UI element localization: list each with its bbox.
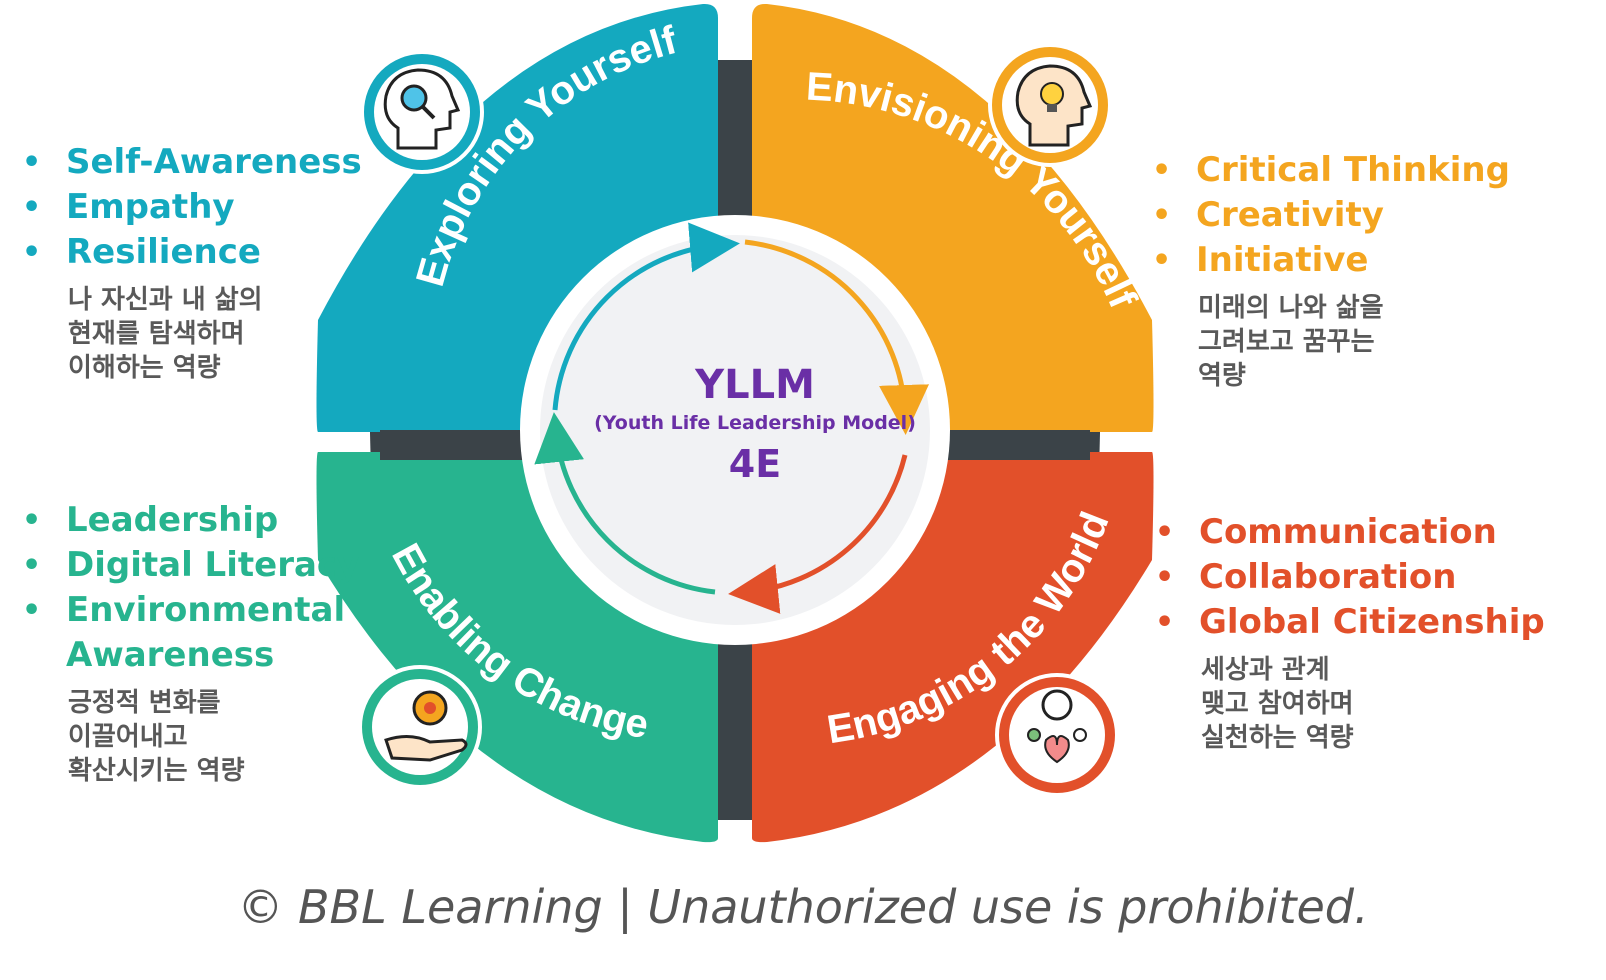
center-subtitle: (Youth Life Leadership Model): [594, 412, 916, 434]
head-magnifier-icon: [360, 50, 484, 174]
envisioning-description: 미래의 나와 삶을 그려보고 꿈꾸는 역량: [1198, 293, 1384, 391]
engaging-text-group: •Communication •Collaboration •Global Ci…: [1155, 510, 1545, 755]
arrow-teal: [552, 222, 740, 411]
list-item: •Digital Literacy: [22, 545, 360, 585]
list-item: •Initiative: [1152, 240, 1369, 280]
arrow-green: [534, 412, 716, 595]
center-title: YLLM: [695, 362, 815, 408]
hand-gear-icon: [358, 665, 482, 789]
list-item: •Self-Awareness: [22, 142, 362, 182]
exploring-list: •Self-Awareness •Empathy •Resilience: [22, 140, 362, 275]
list-item: •Empathy: [22, 187, 235, 227]
envisioning-list: •Critical Thinking •Creativity •Initiati…: [1152, 148, 1510, 283]
center-label: 4E: [728, 442, 782, 486]
engaging-description: 세상과 관계 맺고 참여하며 실천하는 역량: [1201, 655, 1354, 753]
enabling-list: •Leadership •Digital Literacy •Environme…: [22, 498, 359, 678]
exploring-description: 나 자신과 내 삶의 현재를 탐색하며 이해하는 역량: [68, 285, 263, 383]
enabling-text-group: •Leadership •Digital Literacy •Environme…: [22, 498, 359, 788]
engaging-list: •Communication •Collaboration •Global Ci…: [1155, 510, 1545, 645]
list-item: •Environmental: [22, 590, 346, 630]
list-item: •Creativity: [1152, 195, 1384, 235]
enabling-description: 긍정적 변화를 이끌어내고 확산시키는 역량: [68, 688, 245, 786]
list-item: •Resilience: [22, 232, 261, 272]
exploring-text-group: •Self-Awareness •Empathy •Resilience 나 자…: [22, 140, 362, 385]
list-item: Awareness: [66, 635, 275, 675]
list-item: •Collaboration: [1155, 557, 1457, 597]
list-item: •Global Citizenship: [1155, 602, 1545, 642]
inner-circle: [540, 235, 930, 625]
globe-people-heart-icon: [995, 673, 1119, 797]
list-item: •Leadership: [22, 500, 279, 540]
arrow-orange: [744, 239, 929, 435]
list-item: •Critical Thinking: [1152, 150, 1510, 190]
list-item: •Communication: [1155, 512, 1497, 552]
copyright-footer: © BBL Learning | Unauthorized use is pro…: [237, 880, 1369, 934]
arrow-red: [728, 454, 908, 614]
envisioning-text-group: •Critical Thinking •Creativity •Initiati…: [1152, 148, 1510, 393]
head-lightbulb-icon: [988, 43, 1112, 167]
